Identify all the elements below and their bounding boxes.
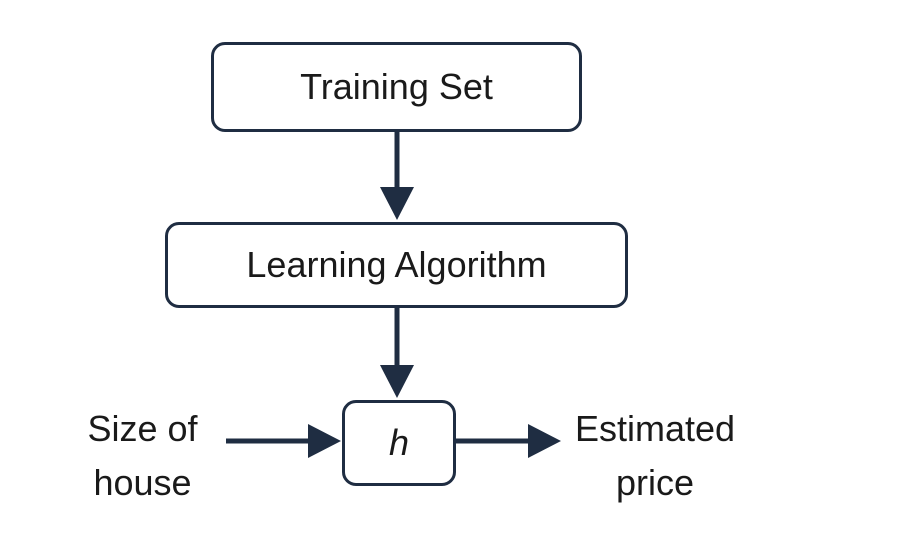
output-label-line-2: price (615, 462, 695, 503)
arrow-h-to-output (456, 424, 561, 458)
arrow-input-to-h (226, 424, 341, 458)
training-set-box: Training Set (211, 42, 582, 132)
learning-algorithm-box: Learning Algorithm (165, 222, 628, 308)
output-label: Estimated price (560, 402, 750, 510)
hypothesis-box: h (342, 400, 456, 486)
input-label: Size of house (70, 402, 215, 510)
arrow-training-to-learning (380, 132, 414, 220)
training-set-label: Training Set (300, 66, 493, 107)
output-label-line-1: Estimated (574, 408, 736, 449)
input-label-line-1: Size of (87, 408, 198, 449)
arrow-learning-to-h (380, 308, 414, 398)
input-label-line-2: house (93, 462, 192, 503)
hypothesis-label: h (388, 422, 410, 463)
learning-algorithm-label: Learning Algorithm (246, 244, 547, 285)
